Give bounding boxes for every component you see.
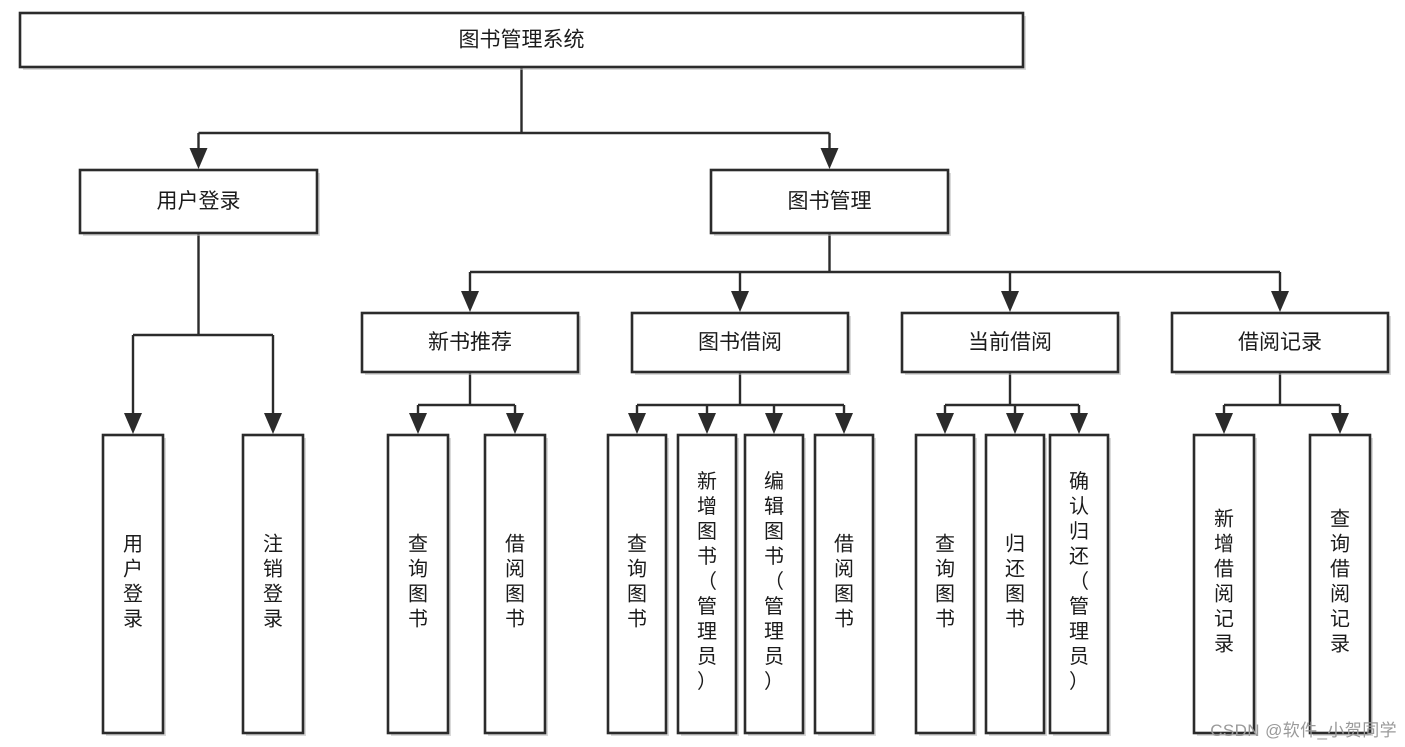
leaf-node[interactable]: 归还图书 bbox=[984, 433, 1047, 736]
arrow-head-icon bbox=[1331, 413, 1349, 434]
leaf-label: 新增借阅记录 bbox=[1214, 508, 1234, 656]
leaf-label: 用户登录 bbox=[123, 534, 143, 631]
arrow-head-icon bbox=[1271, 291, 1289, 312]
leaf-label: 归还图书 bbox=[1005, 533, 1025, 631]
leaf-label: 查询图书 bbox=[935, 533, 955, 631]
leaf-node[interactable]: 查询图书 bbox=[914, 433, 977, 736]
leaf-node[interactable]: 查询图书 bbox=[386, 433, 451, 736]
leaf-node[interactable]: 用户登录 bbox=[101, 433, 166, 736]
leaf-label: 查询图书 bbox=[627, 533, 647, 631]
arrow-head-icon bbox=[628, 413, 646, 434]
leaf-label: 新增图书（管理员） bbox=[697, 470, 717, 693]
leaf-node[interactable]: 注销登录 bbox=[241, 433, 306, 736]
leaf-node[interactable]: 查询图书 bbox=[606, 433, 669, 736]
leaf-label: 查询借阅记录 bbox=[1330, 508, 1350, 656]
leaf-node[interactable]: 确认归还（管理员） bbox=[1048, 433, 1111, 736]
level3-node[interactable]: 图书借阅 bbox=[630, 311, 851, 375]
root-node[interactable]: 图书管理系统 bbox=[18, 11, 1026, 70]
connector-layer bbox=[124, 67, 1349, 434]
arrow-head-icon bbox=[1001, 291, 1019, 312]
leaf-node[interactable]: 新增图书（管理员） bbox=[676, 433, 739, 736]
leaf-node[interactable]: 借阅图书 bbox=[483, 433, 548, 736]
node-layer: 图书管理系统用户登录图书管理新书推荐图书借阅当前借阅借阅记录用户登录注销登录查询… bbox=[18, 11, 1391, 736]
level2-node[interactable]: 图书管理 bbox=[709, 168, 951, 236]
arrow-head-icon bbox=[264, 413, 282, 434]
arrow-head-icon bbox=[835, 413, 853, 434]
arrow-head-icon bbox=[189, 148, 208, 169]
leaf-node[interactable]: 借阅图书 bbox=[813, 433, 876, 736]
watermark-label: CSDN @软件_小贺同学 bbox=[1210, 721, 1397, 740]
level3-node[interactable]: 借阅记录 bbox=[1170, 311, 1391, 375]
level3-label: 新书推荐 bbox=[428, 331, 512, 354]
arrow-head-icon bbox=[936, 413, 954, 434]
arrow-head-icon bbox=[765, 413, 783, 434]
level2-label: 图书管理 bbox=[788, 190, 872, 213]
leaf-label: 编辑图书（管理员） bbox=[764, 470, 784, 693]
root-label: 图书管理系统 bbox=[459, 29, 585, 52]
arrow-head-icon bbox=[409, 413, 427, 434]
arrow-head-icon bbox=[1215, 413, 1233, 434]
level3-label: 借阅记录 bbox=[1238, 331, 1322, 354]
arrow-head-icon bbox=[506, 413, 524, 434]
arrow-head-icon bbox=[820, 148, 839, 169]
leaf-label: 借阅图书 bbox=[834, 533, 854, 631]
level3-node[interactable]: 当前借阅 bbox=[900, 311, 1121, 375]
arrow-head-icon bbox=[1006, 413, 1024, 434]
leaf-label: 确认归还（管理员） bbox=[1069, 470, 1089, 693]
arrow-head-icon bbox=[124, 413, 142, 434]
arrow-head-icon bbox=[698, 413, 716, 434]
leaf-label: 注销登录 bbox=[263, 533, 283, 631]
arrow-head-icon bbox=[731, 291, 749, 312]
arrow-head-icon bbox=[461, 291, 479, 312]
arrow-head-icon bbox=[1070, 413, 1088, 434]
level3-node[interactable]: 新书推荐 bbox=[360, 311, 581, 375]
leaf-node[interactable]: 编辑图书（管理员） bbox=[743, 433, 806, 736]
leaf-node[interactable]: 新增借阅记录 bbox=[1192, 433, 1257, 736]
level2-label: 用户登录 bbox=[157, 190, 241, 213]
level2-node[interactable]: 用户登录 bbox=[78, 168, 320, 236]
level3-label: 当前借阅 bbox=[968, 331, 1052, 354]
leaf-label: 查询图书 bbox=[408, 533, 428, 631]
leaf-node[interactable]: 查询借阅记录 bbox=[1308, 433, 1373, 736]
level3-label: 图书借阅 bbox=[698, 331, 782, 354]
leaf-label: 借阅图书 bbox=[505, 533, 525, 631]
